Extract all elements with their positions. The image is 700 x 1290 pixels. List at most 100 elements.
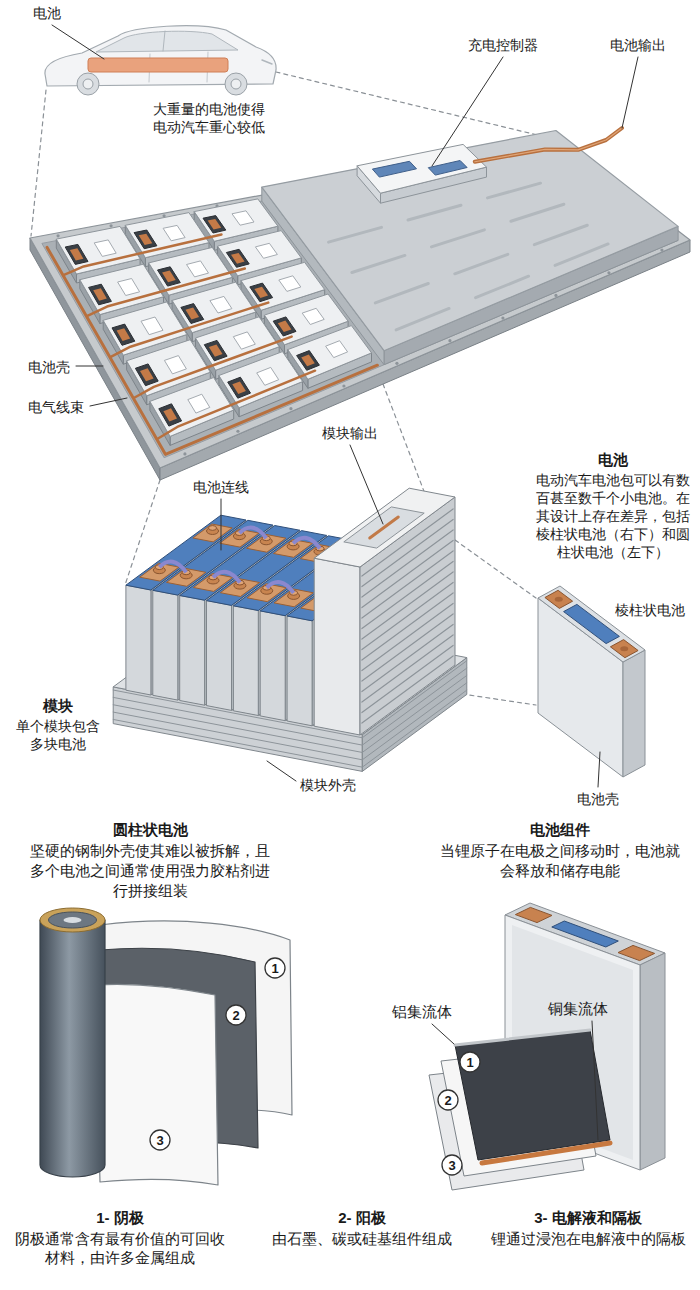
rim-bolt	[607, 271, 610, 274]
rim-bolt	[448, 339, 451, 342]
zoom-line	[383, 384, 430, 507]
module-terminal-copper	[186, 308, 200, 320]
rim-bolt	[236, 430, 239, 433]
module-terminal	[135, 364, 158, 386]
pack-module	[288, 326, 372, 380]
module-cell	[180, 596, 205, 706]
leader-line	[267, 761, 296, 781]
rim-bolt	[660, 249, 663, 252]
note: 阴极通常含有最有价值的可回收材料，由许多金属组成	[11, 1229, 229, 1267]
module-terminal	[181, 304, 204, 324]
module-plate	[141, 317, 163, 335]
heading: 电池	[534, 450, 692, 470]
note: 坚硬的钢制外壳使其难以被拆解，且多个电池之间通常使用强力胶粘剂进行拼接组装	[25, 841, 275, 901]
module-plate	[118, 279, 140, 296]
zoom-line	[31, 90, 46, 236]
pack-module	[56, 226, 140, 274]
callout-circle: 1	[264, 957, 286, 979]
lid-groove	[511, 204, 564, 221]
part-label: 电池输出	[610, 36, 666, 54]
rim-bolt	[342, 384, 345, 387]
module-terminal-copper	[162, 271, 176, 283]
module-terminal-copper	[209, 344, 223, 356]
car-illustration	[45, 26, 276, 95]
car-battery	[88, 58, 228, 72]
part-label: 电池连线	[193, 478, 249, 496]
module-plate	[233, 332, 255, 349]
module-terminal-copper	[254, 287, 268, 298]
module-terminal-copper	[93, 288, 107, 300]
cooling-fin	[362, 603, 453, 670]
rim-bolt	[56, 234, 59, 237]
case-terminal	[515, 907, 552, 922]
lid-groove	[352, 255, 405, 272]
callout-circle: 3	[441, 1154, 463, 1176]
note: 由石墨、碳或硅基组件组成	[262, 1229, 462, 1248]
cell-link	[267, 582, 294, 593]
lid-groove	[455, 254, 508, 273]
cooling-fin	[362, 572, 453, 639]
module-terminal	[226, 249, 249, 267]
module-cell	[126, 585, 151, 695]
battery-pack	[30, 128, 690, 480]
part-label: 模块输出	[322, 424, 378, 442]
battery-output-wire	[475, 128, 622, 162]
copper-collector	[482, 1143, 610, 1163]
callout-circle-shape	[438, 1090, 458, 1110]
rim-bolt	[183, 452, 186, 455]
callout-circle-shape	[226, 1005, 246, 1025]
module-cell	[207, 601, 232, 711]
leader-lines	[52, 25, 638, 1140]
callout-circle: 2	[437, 1089, 459, 1111]
cell-top-panel	[564, 604, 620, 643]
car-headlight	[262, 60, 272, 64]
leader-line	[622, 57, 638, 128]
car-wheel	[225, 73, 247, 95]
callout-circle: 2	[225, 1004, 247, 1026]
module-cell	[153, 590, 178, 700]
heading: 圆柱状电池	[25, 820, 275, 840]
car-hub	[83, 79, 93, 89]
module-terminal-copper	[232, 381, 246, 394]
callout-circle: 3	[149, 1129, 171, 1151]
module-terminal	[204, 340, 227, 360]
module-illustration	[113, 488, 467, 771]
leader-line	[432, 57, 503, 166]
cell-case-side	[640, 953, 665, 1170]
cooling-fin	[362, 582, 453, 649]
lid-groove	[396, 308, 449, 330]
leader-line	[598, 752, 600, 787]
module-plate	[188, 394, 210, 413]
module-terminal-copper	[231, 253, 245, 264]
module-terminal	[203, 216, 226, 233]
electrical-harness	[47, 247, 377, 454]
cooling-fin	[362, 593, 453, 660]
cooling-fin	[362, 614, 453, 681]
aluminium-collector	[455, 1030, 590, 1045]
module-plate	[94, 240, 116, 257]
module-output-panel	[344, 507, 424, 548]
cathode-sheet	[455, 1030, 610, 1160]
leader-line	[432, 1024, 454, 1044]
lid-groove	[431, 230, 484, 247]
lid-groove	[375, 284, 428, 303]
module-terminal	[89, 284, 112, 305]
rim-bolt	[109, 224, 112, 227]
note: 大重量的电池使得电动汽车重心较低	[150, 100, 268, 136]
callout-number: 3	[448, 1158, 455, 1173]
leader-line	[221, 499, 222, 550]
case-top-panel	[552, 921, 619, 947]
part-label: 电池壳	[577, 790, 619, 808]
module-terminal	[112, 324, 135, 345]
heading: 电池组件	[435, 820, 685, 840]
cell-link	[213, 572, 240, 583]
cooling-fin	[362, 624, 453, 691]
cell-link	[159, 562, 186, 573]
lid-groove	[534, 225, 587, 244]
lid-groove	[408, 205, 461, 220]
callout-circle-shape	[442, 1155, 462, 1175]
module-plate	[279, 276, 301, 292]
module-output-bar	[370, 517, 399, 538]
battery-output-wire-shine	[475, 128, 622, 162]
